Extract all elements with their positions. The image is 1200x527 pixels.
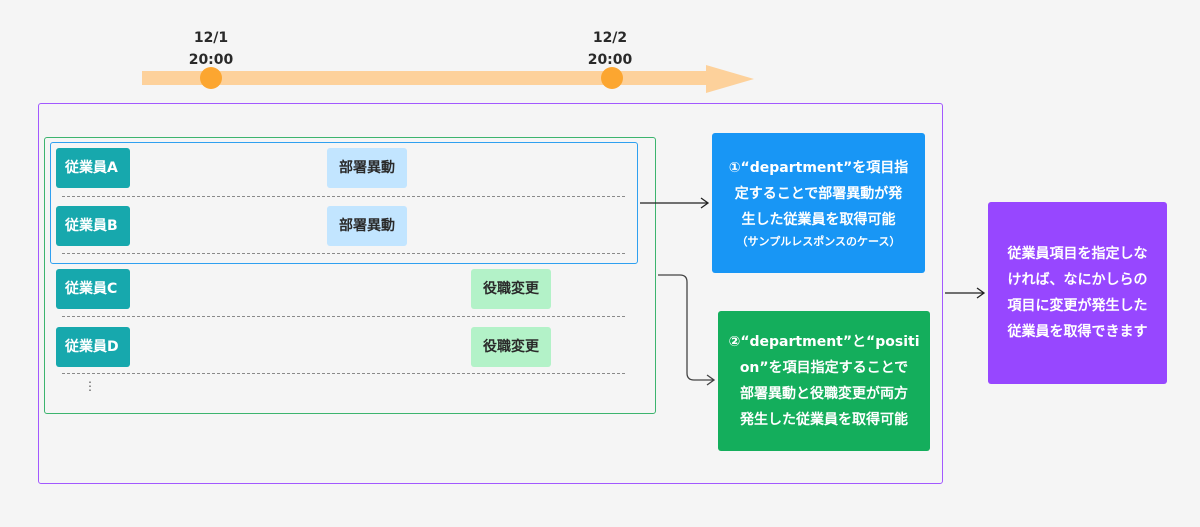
timeline-time: 20:00 [587, 52, 633, 68]
row-divider [62, 316, 625, 317]
note-line: 生した従業員を取得可能 [741, 212, 896, 228]
arrow-all [945, 287, 986, 299]
position-change-tag: 役職変更 [471, 269, 551, 309]
note-line: 部署異動と役職変更が両方 [740, 386, 908, 402]
note-line: 従業員を取得できます [1007, 324, 1148, 340]
timeline-bar [142, 71, 712, 85]
department-change-tag: 部署異動 [327, 206, 407, 246]
department-frame [50, 142, 638, 264]
timeline-time: 20:00 [188, 52, 234, 68]
timeline-arrowhead [706, 65, 754, 93]
note-line: on”を項目指定することで [739, 360, 909, 376]
position-change-tag: 役職変更 [471, 327, 551, 367]
timeline-label-start: 12/1 20:00 [171, 27, 251, 71]
employee-badge: 従業員A [56, 148, 130, 188]
timeline-label-end: 12/2 20:00 [570, 27, 650, 71]
note-line: 発生した従業員を取得可能 [740, 412, 908, 428]
note-line: 定することで部署異動が発 [734, 186, 903, 202]
arrow-department [640, 197, 710, 209]
row-divider [62, 373, 625, 374]
department-and-position-frame [44, 137, 656, 414]
note-line: 従業員項目を指定しな [1007, 246, 1148, 262]
department-filter-note: ①“department”を項目指 定することで部署異動が発 生した従業員を取得… [712, 133, 925, 273]
timeline-date: 12/2 [592, 30, 628, 46]
note-line: 項目に変更が発生した [1007, 298, 1148, 314]
employee-badge: 従業員D [56, 327, 130, 367]
employee-badge: 従業員B [56, 206, 130, 246]
timeline-point-start [200, 67, 222, 89]
timeline-point-end [601, 67, 623, 89]
row-divider [62, 196, 625, 197]
arrow-both [658, 274, 716, 386]
note-line: ①“department”を項目指 [728, 160, 909, 176]
no-filter-note: 従業員項目を指定しな ければ、なにかしらの 項目に変更が発生した 従業員を取得で… [988, 202, 1167, 384]
row-divider [62, 253, 625, 254]
department-change-tag: 部署異動 [327, 148, 407, 188]
all-changes-frame [38, 103, 943, 484]
note-line: ②“department”と“positi [728, 334, 920, 350]
timeline-date: 12/1 [193, 30, 229, 46]
note-line: ければ、なにかしらの [1007, 272, 1148, 288]
department-position-filter-note: ②“department”と“positi on”を項目指定することで 部署異動… [718, 311, 930, 451]
employee-badge: 従業員C [56, 269, 130, 309]
note-subtext: （サンプルレスポンスのケース） [736, 235, 901, 248]
